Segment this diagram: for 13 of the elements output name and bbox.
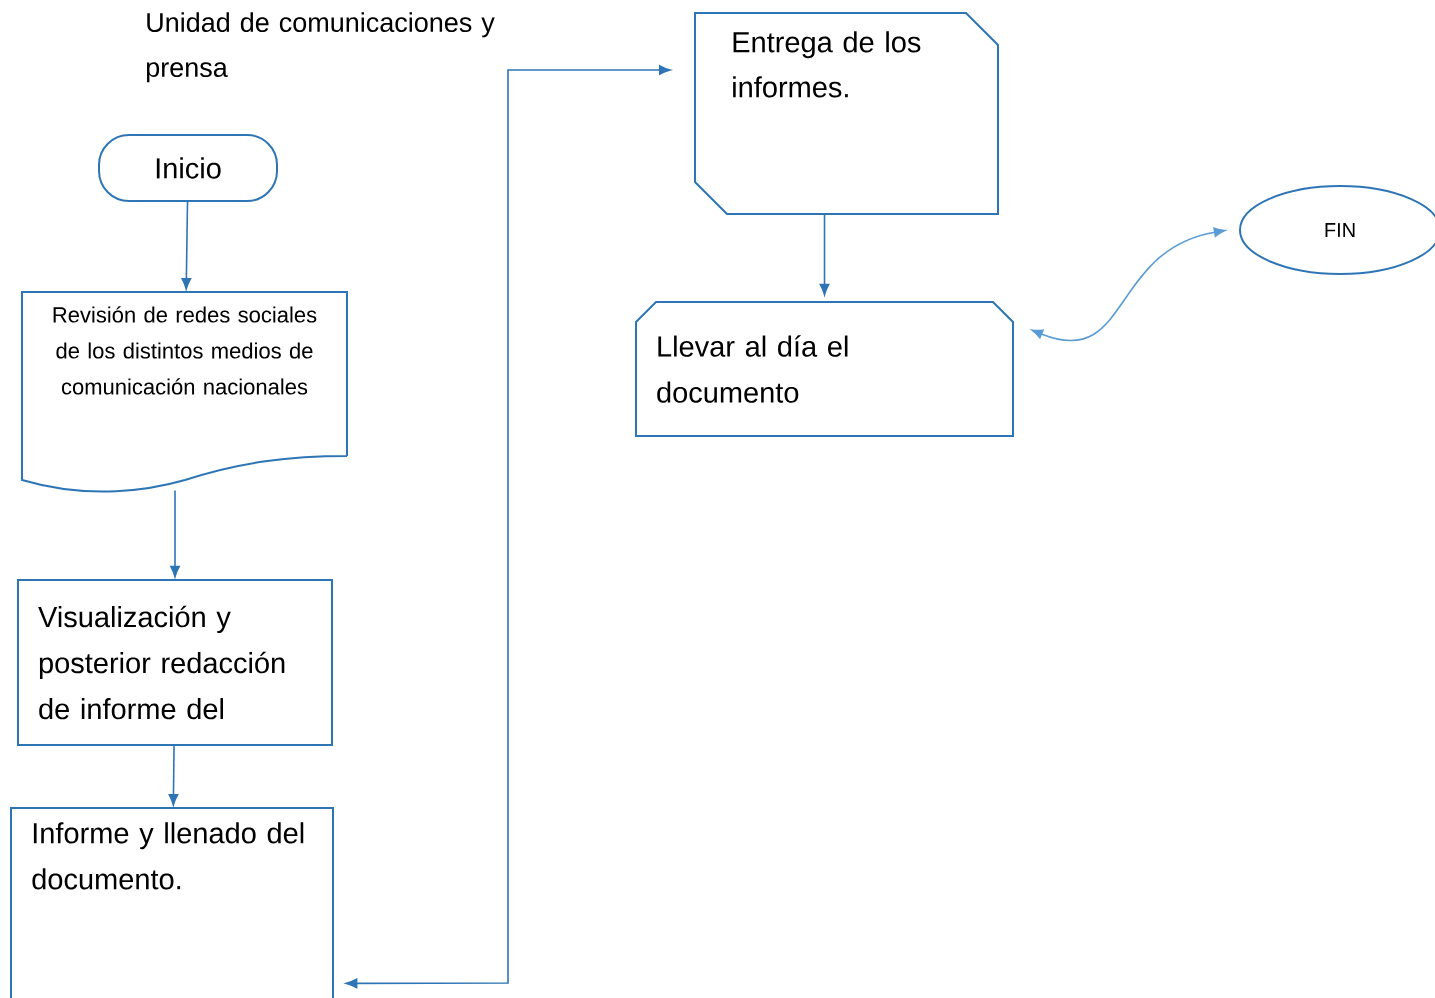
arrow — [170, 489, 180, 578]
process-box: Visualización y posterior redacción de informe del — [17, 579, 333, 746]
arrow — [819, 213, 830, 296]
document-box: Revisión de redes sociales de los distintos medios de comunicación nacionales — [21, 291, 348, 493]
terminal-box: Inicio — [98, 134, 278, 202]
arrow — [345, 65, 671, 989]
arrow — [181, 200, 192, 290]
arrow — [168, 744, 179, 806]
title: Unidad de comunicaciones y prensa — [146, 12, 495, 83]
process-box: Informe y llenado del documento. — [10, 807, 334, 998]
card-box: Entrega de los informes. — [694, 12, 999, 215]
process-box: Llevar al día el documento — [635, 301, 1014, 437]
arrow — [1031, 227, 1226, 341]
